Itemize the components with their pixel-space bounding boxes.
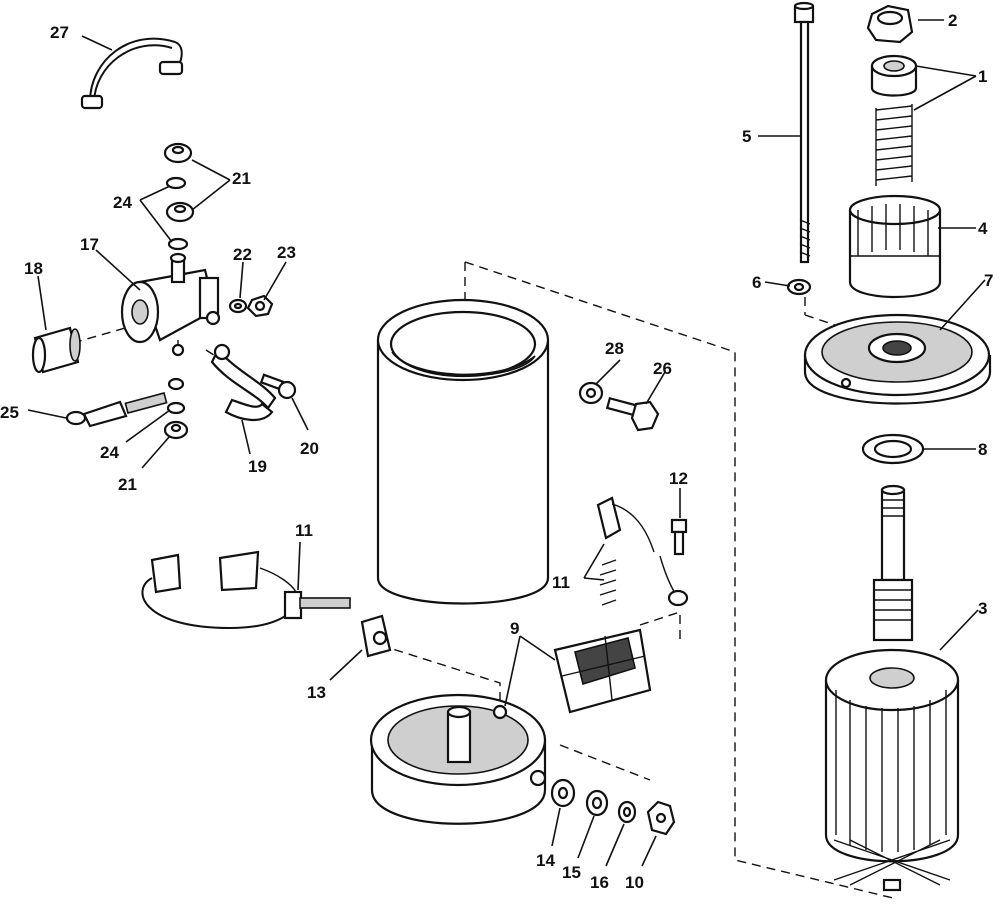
part-27-lead-wire bbox=[80, 37, 184, 110]
part-20-screw bbox=[259, 373, 297, 400]
callout-11-right: 11 bbox=[552, 573, 570, 592]
part-3-armature bbox=[824, 484, 960, 892]
callout-4: 4 bbox=[978, 219, 988, 238]
part-4-pinion-drive bbox=[848, 194, 942, 299]
callout-17: 17 bbox=[80, 235, 99, 254]
part-19-mounting-strap bbox=[210, 343, 277, 421]
part-1-spacer-spring bbox=[870, 54, 918, 186]
part-12-screw bbox=[670, 518, 688, 556]
callout-20: 20 bbox=[300, 439, 319, 458]
callout-9: 9 bbox=[510, 619, 519, 638]
callout-19: 19 bbox=[248, 457, 267, 476]
part-10-nut bbox=[646, 800, 676, 836]
part-13-insulator bbox=[360, 614, 392, 658]
part-21-24-nut-stack-bottom bbox=[163, 377, 189, 440]
callout-1: 1 bbox=[978, 67, 987, 86]
part-8-thrust-washer bbox=[861, 433, 925, 465]
callout-11-left: 11 bbox=[295, 521, 313, 540]
callout-7: 7 bbox=[984, 271, 993, 290]
part-14-washer bbox=[550, 778, 576, 808]
callout-3: 3 bbox=[978, 599, 987, 618]
callout-21-bottom: 21 bbox=[118, 475, 137, 494]
callout-24-bottom: 24 bbox=[100, 443, 119, 462]
callout-16: 16 bbox=[590, 873, 609, 892]
callout-26: 26 bbox=[653, 359, 672, 378]
callout-12: 12 bbox=[669, 469, 688, 488]
part-11-brush-spring bbox=[596, 496, 689, 607]
callout-27: 27 bbox=[50, 23, 69, 42]
callout-24-top: 24 bbox=[113, 193, 132, 212]
part-18-boot bbox=[31, 326, 81, 374]
callout-labels: 27 21 24 17 18 22 23 25 24 21 19 20 2 1 … bbox=[0, 11, 993, 892]
part-23-nut bbox=[246, 294, 274, 318]
part-26-bolt bbox=[605, 396, 660, 432]
part-21-24-nut-stack-top bbox=[163, 142, 195, 251]
callout-18: 18 bbox=[24, 259, 43, 278]
callout-14: 14 bbox=[536, 851, 555, 870]
callout-5: 5 bbox=[742, 127, 751, 146]
part-9-brush-holder bbox=[553, 628, 652, 714]
part-6-lockwasher bbox=[786, 278, 812, 296]
callout-2: 2 bbox=[948, 11, 957, 30]
commutator-end-cap bbox=[369, 693, 547, 825]
part-7-drive-end-cap bbox=[803, 313, 992, 405]
callout-6: 6 bbox=[752, 273, 761, 292]
callout-22: 22 bbox=[233, 245, 252, 264]
part-16-lockwasher bbox=[617, 800, 637, 824]
motor-frame-housing bbox=[376, 298, 550, 605]
part-2-nut bbox=[866, 4, 914, 44]
leader-lines bbox=[27, 19, 986, 867]
part-25-battery-cable bbox=[65, 392, 168, 428]
part-17-solenoid bbox=[120, 252, 221, 357]
part-11-brushes-left bbox=[141, 550, 351, 630]
callout-15: 15 bbox=[562, 863, 581, 882]
callout-21-top: 21 bbox=[232, 169, 251, 188]
part-22-lockwasher bbox=[228, 298, 248, 314]
part-5-through-bolt bbox=[793, 1, 815, 264]
callout-23: 23 bbox=[277, 243, 296, 262]
part-15-washer bbox=[585, 789, 609, 817]
callout-13: 13 bbox=[307, 683, 326, 702]
callout-25: 25 bbox=[0, 403, 19, 422]
callout-28: 28 bbox=[605, 339, 624, 358]
callout-10: 10 bbox=[625, 873, 644, 892]
callout-8: 8 bbox=[978, 440, 987, 459]
part-28-washer bbox=[578, 381, 604, 405]
